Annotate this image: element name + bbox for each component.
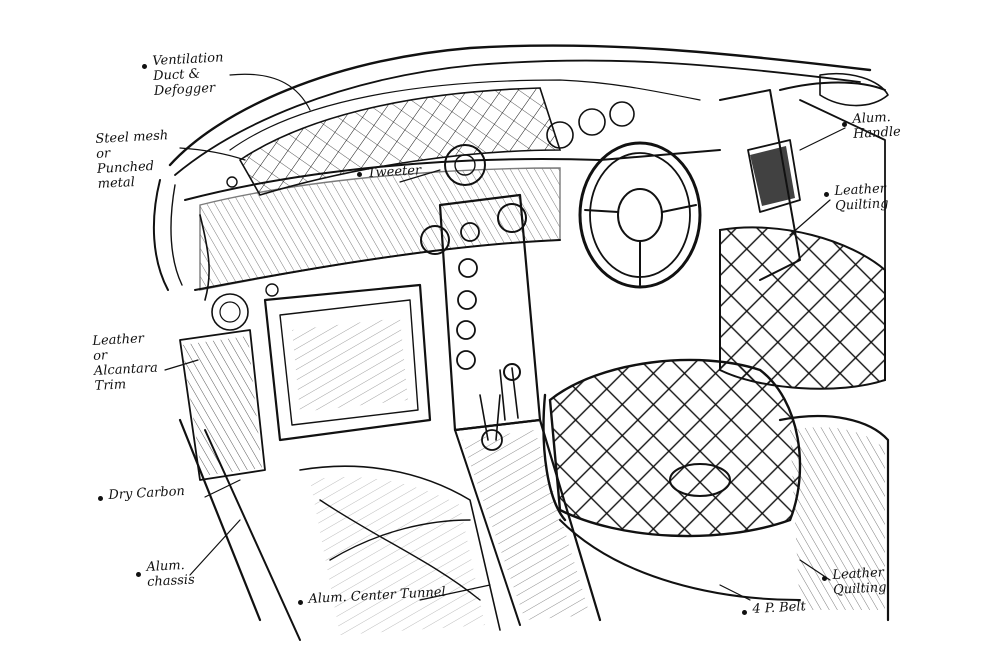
bullet-belt: [742, 610, 747, 615]
annotation-alum-chassis: Alum. chassis: [146, 557, 196, 590]
bullet-tweeter: [357, 172, 362, 177]
bullet-leather-quilting-top: [824, 192, 829, 197]
dash-fascia: [184, 149, 721, 331]
center-tunnel: [453, 394, 602, 626]
bullet-center-tunnel: [298, 600, 303, 605]
annotation-ventilation: Ventilation Duct & Defogger: [152, 50, 224, 99]
passenger-footwell: [179, 283, 432, 481]
annotation-tweeter: Tweeter: [367, 163, 422, 181]
annotation-leather-quilting-top: Leather Quilting: [834, 181, 889, 214]
knob-column: [456, 222, 480, 370]
driver-door: [719, 72, 889, 331]
bullet-ventilation: [142, 64, 147, 69]
leader-lines: [164, 73, 846, 601]
annotation-alum-handle: Alum. Handle: [852, 109, 902, 142]
bullet-leather-quilting-bottom: [822, 576, 827, 581]
annotation-leather-quilting-bottom: Leather Quilting: [832, 565, 887, 598]
dashboard-top: [152, 44, 872, 291]
bullet-alum-chassis: [136, 572, 141, 577]
bullet-dry-carbon: [98, 496, 103, 501]
annotation-steel-mesh: Steel mesh or Punched metal: [95, 128, 169, 192]
bullet-alum-handle: [842, 122, 847, 127]
annotation-leather-trim: Leather or Alcantara Trim: [92, 331, 159, 394]
annotation-belt: 4 P. Belt: [752, 599, 807, 617]
driver-seat: [542, 226, 890, 622]
steering-wheel: [546, 101, 702, 289]
